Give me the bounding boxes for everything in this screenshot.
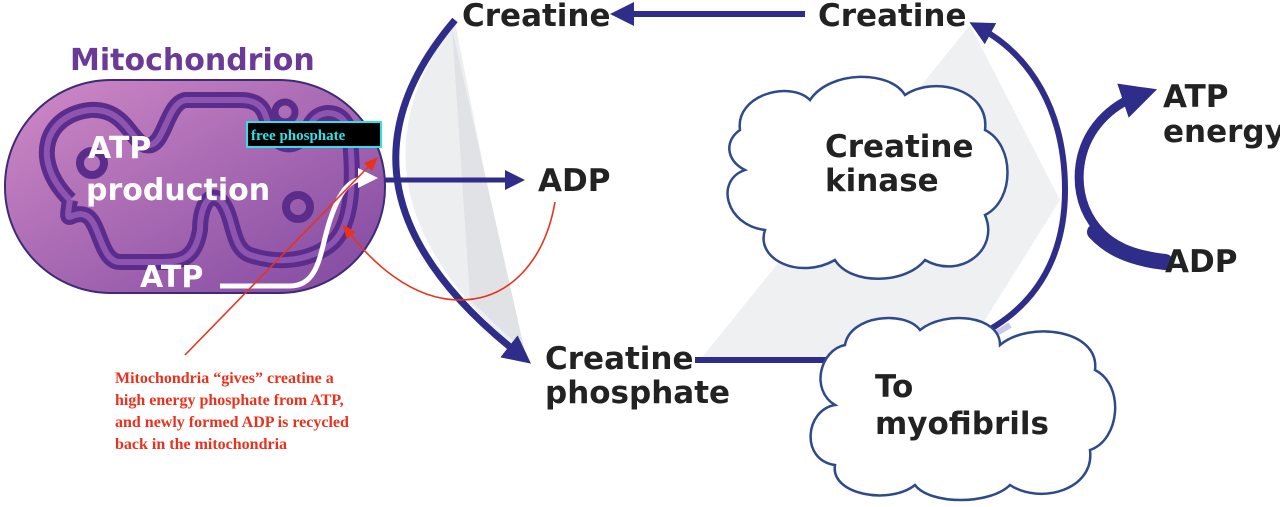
atp-production-label-1: ATP [88, 131, 151, 166]
adp-thick-end [1087, 224, 1173, 270]
left-arc-arrow [392, 17, 532, 364]
annotation-line-4: back in the mitochondria [115, 436, 287, 453]
creatine-phosphate-label-1: Creatine [545, 341, 694, 377]
annotation-line-2: high energy phosphate from ATP, [115, 392, 344, 409]
creatine-phosphate-label-2: phosphate [545, 375, 730, 411]
atp-energy-label-1: ATP [1163, 79, 1228, 115]
mitochondrion-title: Mitochondrion [70, 43, 315, 78]
atp-production-label-2: production [86, 173, 270, 208]
adp-middle-label: ADP [538, 163, 610, 199]
enzyme-label-2: kinase [825, 163, 939, 199]
annotation-arrow-adp-recycle [342, 201, 556, 301]
enzyme-label-1: Creatine [825, 129, 974, 165]
free-phosphate-label: free phosphate [251, 128, 346, 144]
atp-energy-label-2: energy [1163, 114, 1280, 150]
myofibrils-cloud [809, 316, 1117, 502]
left-shading-triangle [452, 28, 525, 352]
myofibrils-label-1: To [875, 369, 913, 405]
myofibrils-label-2: myofibrils [875, 406, 1049, 442]
annotation-arrow-phosphate [184, 156, 379, 356]
free-phosphate-box [246, 121, 382, 148]
annotation-line-3: and newly formed ADP is recycled [115, 414, 349, 431]
creatine-kinase-cloud [726, 75, 1009, 280]
creatine-right-label: Creatine [818, 0, 967, 34]
adp-right-label: ADP [1165, 244, 1237, 280]
mito-atp-label: ATP [140, 260, 203, 295]
annotation-line-1: Mitochondria “gives” creatine a [115, 370, 334, 387]
creatine-left-label: Creatine [462, 0, 611, 34]
